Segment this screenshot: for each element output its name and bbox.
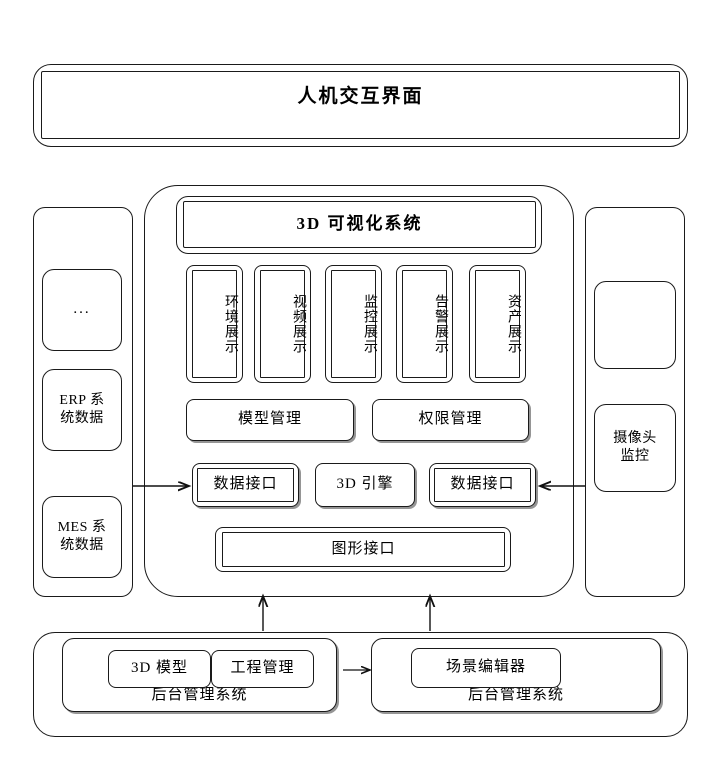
display-module-3-label: 告警展示 [433,294,448,354]
model-management-label: 模型管理 [237,411,302,428]
right-source-camera-label: 摄像头 监控 [613,430,657,464]
engine-3d-label: 3D 引擎 [336,476,394,493]
backend-module-scene-editor-label: 场景编辑器 [445,659,526,676]
backend-right-label: 后台管理系统 [467,687,564,704]
backend-module-project-management[interactable] [211,650,314,688]
left-source-erp-box[interactable] [42,369,122,451]
right-source-camera-box[interactable] [594,404,676,492]
hci-layer-label: 人机交互界面 [297,85,424,107]
backend-module-project-management-label: 工程管理 [230,660,295,677]
backend-module-3d-model[interactable] [108,650,211,688]
data-interface-left-label: 数据接口 [213,476,278,493]
model-management-box[interactable] [186,399,354,441]
right-sources-container [585,207,685,597]
display-module-2-label: 监控展示 [362,294,377,354]
display-module-0[interactable] [192,270,237,378]
left-source-mes-label: MES 系 统数据 [57,519,107,553]
visualization-header-label: 3D 可视化系统 [296,214,423,234]
engine-3d-box[interactable] [315,463,415,507]
permission-management-label: 权限管理 [418,411,483,428]
left-source-mes-box[interactable] [42,496,122,578]
backend-module-scene-editor[interactable] [411,648,561,688]
left-source-erp-label: ERP 系 统数据 [59,392,105,426]
hci-layer-inner [41,71,680,139]
backend-module-3d-model-label: 3D 模型 [130,660,189,677]
graphics-interface[interactable] [222,532,505,567]
display-module-1[interactable] [260,270,305,378]
graphics-interface-label: 图形接口 [331,540,396,557]
data-interface-right[interactable] [434,468,531,502]
left-source-ellipsis-box[interactable] [42,269,122,351]
display-module-1-label: 视频展示 [291,294,306,354]
left-source-ellipsis-label: ... [73,301,91,318]
display-module-4[interactable] [475,270,520,378]
permission-management-box[interactable] [372,399,529,441]
data-interface-left[interactable] [197,468,294,502]
visualization-header-inner[interactable] [183,201,536,248]
right-source-empty-label [594,281,676,369]
display-module-2[interactable] [331,270,376,378]
right-source-empty-box[interactable] [594,281,676,369]
backend-left-label: 后台管理系统 [151,687,248,704]
display-module-4-label: 资产展示 [506,294,521,354]
display-module-3[interactable] [402,270,447,378]
data-interface-right-label: 数据接口 [450,476,515,493]
display-module-0-label: 环境展示 [223,294,238,354]
